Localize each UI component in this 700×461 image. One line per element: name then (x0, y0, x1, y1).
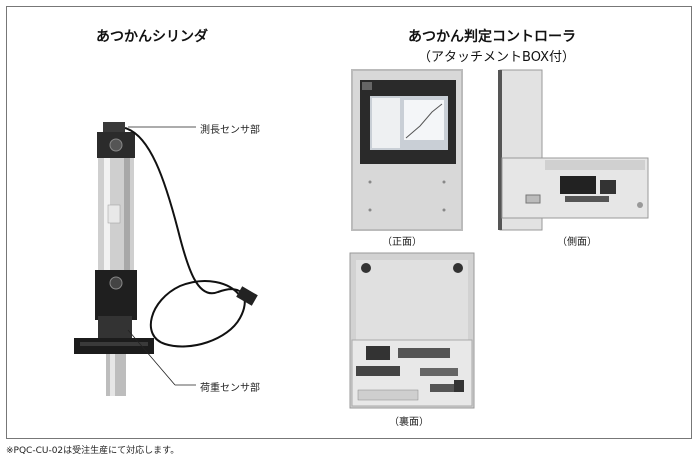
controller-side-image (498, 69, 649, 231)
controller-title: あつかん判定コントローラ (408, 29, 576, 45)
controller-back-image (349, 252, 475, 409)
content-frame (6, 6, 692, 439)
footnote: ※PQC-CU-02は受注生産にて対応します。 (6, 446, 180, 456)
cylinder-title: あつかんシリンダ (96, 29, 208, 45)
cylinder-image (74, 122, 258, 396)
controller-subtitle: （アタッチメントBOX付） (418, 50, 575, 65)
load-sensor-label: 荷重センサ部 (200, 383, 260, 394)
side-caption: （側面） (557, 237, 597, 248)
back-caption: （裏面） (389, 417, 429, 428)
controller-front-image (351, 69, 463, 231)
stroke-sensor-label: 測長センサ部 (200, 125, 260, 136)
front-caption: （正面） (382, 237, 422, 248)
